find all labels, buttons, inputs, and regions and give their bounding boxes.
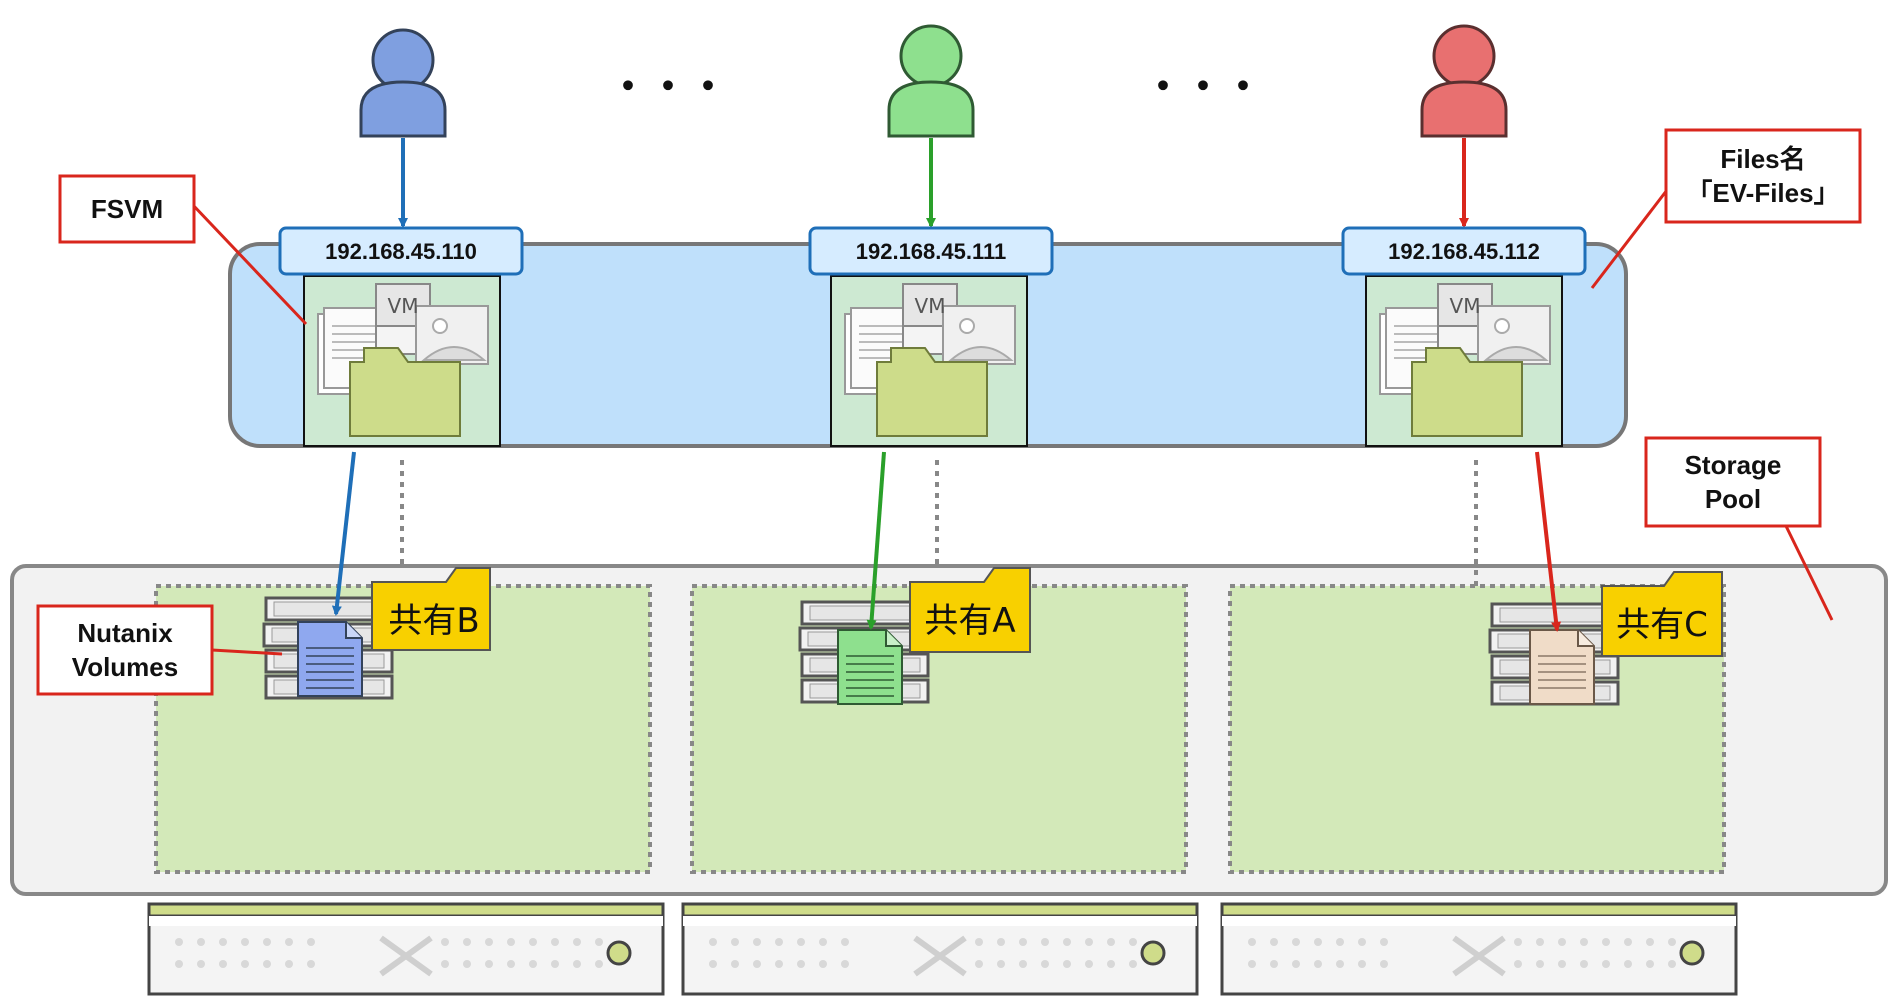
x-logo-icon (1452, 935, 1506, 977)
x-logo-icon (913, 935, 967, 977)
files-name-line1: Files名 (1720, 144, 1805, 174)
storage-pool-callout: Storage Pool (1644, 436, 1822, 528)
arrow-fsvm3-to-share-c (1535, 451, 1562, 632)
share-label: 共有B (388, 601, 479, 641)
server-2 (681, 902, 1199, 996)
files-name-callout-leader (1590, 189, 1669, 289)
ip-box-2: 192.168.45.111 (808, 226, 1054, 276)
nutanix-volumes-line2: Volumes (72, 652, 178, 682)
volume-group-b (262, 596, 394, 700)
power-led-icon (1140, 940, 1166, 966)
fsvm-callout-leader (190, 202, 308, 326)
nutanix-volumes-line1: Nutanix (77, 618, 173, 648)
volume-group-c (1488, 602, 1620, 706)
nutanix-volumes-callout-leader (211, 648, 283, 656)
share-tag-c: 共有C (1601, 571, 1723, 657)
user-blue-icon (359, 28, 447, 138)
files-name-callout: Files名 「EV-Files」 (1664, 128, 1862, 224)
document-green-icon (837, 629, 903, 705)
storage-pool-line1: Storage (1685, 450, 1782, 480)
ellipsis-left: ・・・ (608, 64, 728, 110)
ip-address: 192.168.45.111 (856, 239, 1007, 264)
ip-box-3: 192.168.45.112 (1341, 226, 1587, 276)
server-1 (147, 902, 665, 996)
fsvm-callout-label: FSVM (91, 194, 163, 224)
x-logo-icon (379, 935, 433, 977)
volume-group-a (798, 600, 930, 705)
files-name-line2: 「EV-Files」 (1686, 178, 1839, 208)
arrow-fsvm1-to-share-b (331, 451, 356, 616)
vm-label: VM (915, 294, 946, 318)
ellipsis-right: ・・・ (1143, 64, 1263, 110)
document-beige-icon (1529, 629, 1595, 705)
fsvm-callout: FSVM (58, 174, 196, 244)
share-label: 共有C (1616, 605, 1708, 645)
ip-address: 192.168.45.110 (325, 239, 477, 264)
document-blue-icon (297, 621, 363, 697)
server-3 (1220, 902, 1738, 996)
storage-pool-line2: Pool (1705, 484, 1761, 514)
share-tag-b: 共有B (371, 567, 491, 651)
share-label: 共有A (924, 601, 1015, 641)
ip-address: 192.168.45.112 (1388, 239, 1540, 264)
storage-pool-callout-leader (1784, 525, 1834, 621)
nutanix-volumes-callout: Nutanix Volumes (36, 604, 214, 696)
power-led-icon (1679, 940, 1705, 966)
fsvm-node-2: VM (830, 275, 1028, 447)
fsvm-node-3: VM (1365, 275, 1563, 447)
user-green-icon (887, 24, 975, 138)
power-led-icon (606, 940, 632, 966)
vm-label: VM (1450, 294, 1481, 318)
user-red-icon (1420, 24, 1508, 138)
ip-box-1: 192.168.45.110 (278, 226, 524, 276)
fsvm-node-1: VM (303, 275, 501, 447)
vm-label: VM (388, 294, 419, 318)
share-tag-a: 共有A (909, 567, 1031, 653)
arrow-fsvm2-to-share-a (866, 451, 886, 630)
